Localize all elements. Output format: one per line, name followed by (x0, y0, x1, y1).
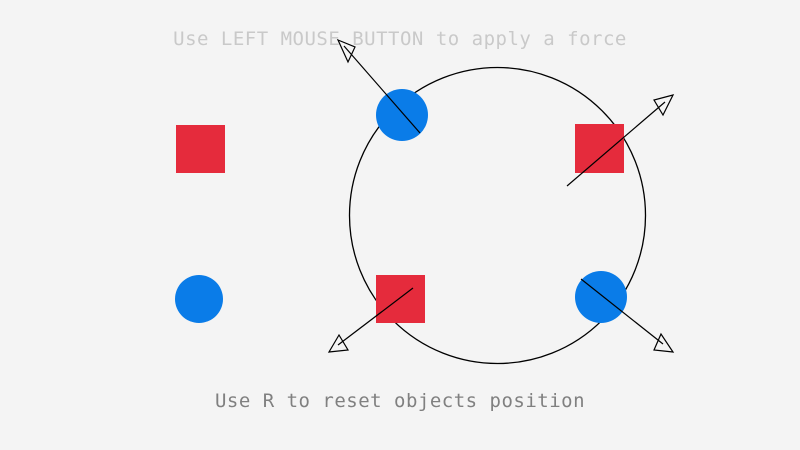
force-vector-square-top-right (566, 94, 675, 187)
body-circle-bottom-left[interactable] (175, 275, 223, 323)
hint-reset-objects: Use R to reset objects position (214, 390, 586, 412)
body-circle-top[interactable] (376, 89, 428, 141)
body-square-bottom-middle[interactable] (376, 275, 425, 323)
force-vector-circle-bottom-right (580, 278, 675, 353)
force-vector-circle-top (336, 38, 421, 134)
body-square-top-right[interactable] (575, 124, 624, 173)
force-vector-square-bottom-middle (327, 287, 414, 353)
body-square-left[interactable] (176, 125, 225, 173)
container-circle-outline (348, 66, 647, 365)
body-circle-bottom-right[interactable] (575, 271, 627, 323)
hint-apply-force: Use LEFT MOUSE BUTTON to apply a force (173, 28, 627, 50)
